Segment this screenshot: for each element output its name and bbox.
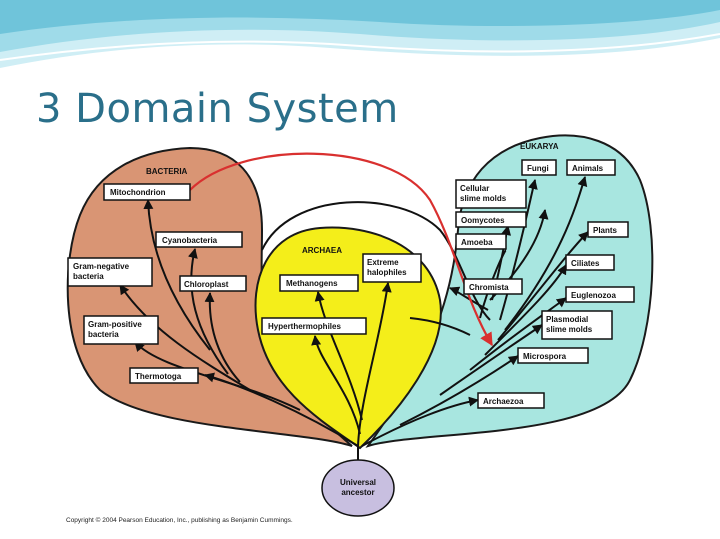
node-euglenozoa-label: Euglenozoa (571, 291, 616, 300)
node-chromista-label: Chromista (469, 283, 509, 292)
domain-label-archaea: ARCHAEA (302, 246, 342, 255)
node-chloroplast-label: Chloroplast (184, 280, 229, 289)
node-microspora-label: Microspora (523, 352, 567, 361)
header-wave (0, 0, 720, 68)
node-microspora: Microspora (517, 347, 589, 364)
slide-title: 3 Domain System (36, 86, 399, 132)
node-chloroplast: Chloroplast (179, 275, 247, 292)
archaea-branches (311, 282, 392, 447)
node-mitochondrion-label: Mitochondrion (110, 188, 166, 197)
copyright-notice: Copyright © 2004 Pearson Education, Inc.… (66, 517, 293, 524)
node-methanogens: Methanogens (279, 274, 359, 292)
node-oomycotes: Oomycotes (455, 211, 527, 228)
node-ciliates: Ciliates (565, 254, 615, 271)
node-hyperthermophiles: Hyperthermophiles (261, 317, 367, 335)
node-hyperthermophiles-label: Hyperthermophiles (268, 322, 341, 331)
node-animals-label: Animals (572, 164, 604, 173)
bacteria-branches (119, 199, 359, 447)
node-plants-label: Plants (593, 226, 618, 235)
node-plants: Plants (587, 221, 629, 238)
node-euglenozoa: Euglenozoa (565, 286, 635, 303)
node-thermotoga-label: Thermotoga (135, 372, 182, 381)
node-thermotoga: Thermotoga (129, 367, 199, 384)
node-animals: Animals (566, 159, 616, 176)
node-chromista: Chromista (463, 278, 523, 295)
node-amoeba-label: Amoeba (461, 238, 493, 247)
node-ciliates-label: Ciliates (571, 259, 600, 268)
node-mitochondrion: Mitochondrion (103, 183, 191, 201)
domain-label-bacteria: BACTERIA (146, 167, 188, 176)
node-archaezoa-label: Archaezoa (483, 397, 524, 406)
node-methanogens-label: Methanogens (286, 279, 338, 288)
node-fungi-label: Fungi (527, 164, 549, 173)
node-archaezoa: Archaezoa (477, 392, 545, 409)
node-amoeba: Amoeba (455, 233, 507, 250)
node-cyanobacteria: Cyanobacteria (155, 231, 243, 248)
node-oomycotes-label: Oomycotes (461, 216, 505, 225)
domain-label-eukarya: EUKARYA (520, 142, 559, 151)
node-cyanobacteria-label: Cyanobacteria (162, 236, 218, 245)
node-fungi: Fungi (521, 159, 557, 176)
